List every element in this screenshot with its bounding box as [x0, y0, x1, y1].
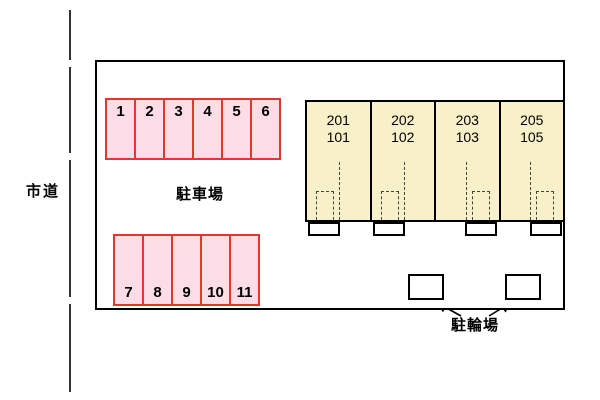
parking-stall-9: 9	[171, 234, 202, 306]
building-unit-205-105: 205 105	[498, 102, 564, 220]
parking-stall-11: 11	[229, 234, 260, 306]
parking-stall-6: 6	[250, 98, 281, 160]
entrance-step-2	[373, 222, 405, 236]
entry-dashed-outline	[380, 191, 399, 220]
parking-stall-2: 2	[134, 98, 165, 160]
parking-stall-3: 3	[163, 98, 194, 160]
bicycle-parking-label: 駐輪場	[450, 317, 499, 334]
entrance-step-1	[308, 222, 340, 236]
parking-stall-row-top: 1 2 3 4 5 6	[105, 98, 281, 160]
parking-stall-10: 10	[200, 234, 231, 306]
entrance-step-4	[530, 222, 562, 236]
unit-number-lower: 105	[520, 129, 544, 145]
apartment-building: 201 101 202 102 203 103 205 105	[305, 100, 565, 222]
bicycle-parking-rect-right	[505, 274, 541, 300]
unit-number-upper: 201	[326, 112, 350, 128]
building-unit-203-103: 203 103	[434, 102, 499, 220]
road-label: 市道	[26, 183, 61, 200]
unit-number-lower: 102	[391, 129, 415, 145]
parking-stall-8: 8	[142, 234, 173, 306]
parking-stall-5: 5	[221, 98, 252, 160]
parking-stall-row-bottom: 7 8 9 10 11	[113, 234, 260, 306]
parking-stall-7: 7	[113, 234, 144, 306]
unit-number-upper: 203	[455, 112, 479, 128]
entry-dashed-outline	[536, 191, 554, 220]
parking-lot-label: 駐車場	[175, 186, 224, 203]
entry-dashed-outline	[471, 191, 490, 220]
entry-dashed-line	[403, 162, 405, 220]
unit-number-upper: 202	[391, 112, 415, 128]
unit-number-lower: 101	[326, 129, 350, 145]
building-unit-201-101: 201 101	[307, 102, 370, 220]
entry-dashed-line	[339, 162, 340, 220]
entry-dashed-line	[530, 162, 531, 220]
parking-stall-4: 4	[192, 98, 223, 160]
entry-dashed-outline	[316, 191, 334, 220]
building-unit-202-102: 202 102	[369, 102, 435, 220]
bicycle-parking-rect-left	[408, 274, 444, 300]
unit-number-lower: 103	[455, 129, 479, 145]
entry-dashed-line	[465, 162, 467, 220]
parking-stall-1: 1	[105, 98, 136, 160]
entrance-step-3	[465, 222, 497, 236]
unit-number-upper: 205	[520, 112, 544, 128]
